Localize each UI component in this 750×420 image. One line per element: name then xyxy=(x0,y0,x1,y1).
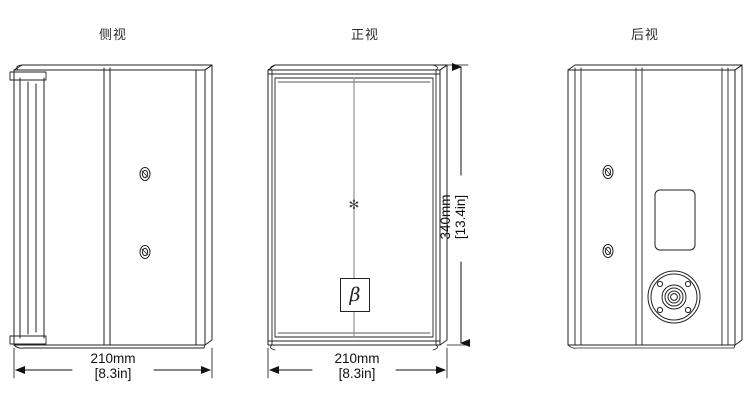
rear-speakon-connector xyxy=(647,270,701,324)
rear-input-plate xyxy=(654,189,696,251)
front-height-in: [13.4in] xyxy=(453,194,468,240)
front-width-in: [8.3in] xyxy=(338,366,376,381)
side-view-geometry xyxy=(9,64,213,349)
rear-view-geometry xyxy=(567,64,743,349)
front-view-height-dimension xyxy=(446,63,470,347)
view-title-front: 正视 xyxy=(350,27,379,42)
front-view-center-mark: ✻ xyxy=(347,198,361,212)
logo-beta-glyph: β xyxy=(349,283,361,306)
front-view-width-dimension xyxy=(267,347,448,379)
front-view-height-label: 340mm [13.4in] xyxy=(438,172,468,262)
rear-view-mount-inserts xyxy=(602,165,614,258)
front-view-logo-badge: β xyxy=(340,278,370,312)
center-mark-glyph: ✻ xyxy=(348,197,360,212)
side-width-mm: 210mm xyxy=(90,351,136,366)
front-width-mm: 210mm xyxy=(334,351,380,366)
side-view-mount-inserts xyxy=(139,167,151,259)
front-height-mm: 340mm xyxy=(438,194,453,240)
view-title-side: 侧视 xyxy=(98,27,127,42)
side-width-in: [8.3in] xyxy=(94,366,132,381)
front-view-width-label: 210mm [8.3in] xyxy=(297,351,417,381)
view-title-rear: 后视 xyxy=(630,27,659,42)
side-view-width-dimension xyxy=(13,347,213,379)
side-view-width-label: 210mm [8.3in] xyxy=(53,351,173,381)
